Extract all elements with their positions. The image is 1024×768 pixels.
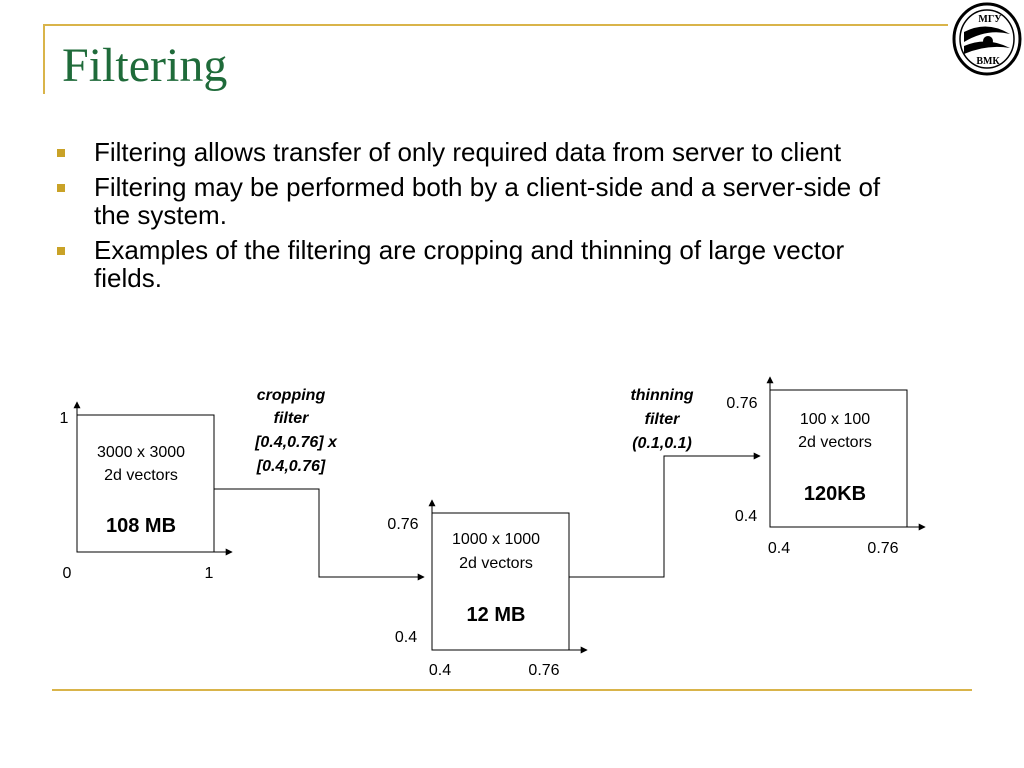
bullet-item: Filtering may be performed both by a cli… [55, 173, 915, 229]
bullet-text: Filtering allows transfer of only requir… [94, 137, 842, 167]
box1-dims: 3000 x 3000 [97, 444, 185, 461]
bullet-square-icon [57, 149, 65, 157]
box3-x-right-label: 0.76 [867, 540, 898, 557]
box3-size: 120KB [804, 483, 866, 505]
box3-y-bottom-label: 0.4 [735, 508, 757, 525]
box1-kind: 2d vectors [104, 467, 178, 484]
bullet-text: Filtering may be performed both by a cli… [94, 172, 881, 230]
box2-kind: 2d vectors [459, 555, 533, 572]
svg-text:filter: filter [274, 410, 309, 427]
box3-y-top-label: 0.76 [726, 395, 757, 412]
data-box-3: 100 x 100 2d vectors 120KB 0.76 0.4 0.4 … [726, 376, 926, 557]
bullet-list: Filtering allows transfer of only requir… [55, 138, 915, 299]
svg-text:filter: filter [645, 411, 680, 428]
box3-kind: 2d vectors [798, 434, 872, 451]
bullet-item: Filtering allows transfer of only requir… [55, 138, 915, 166]
bullet-square-icon [57, 247, 65, 255]
data-box-1: 3000 x 3000 2d vectors 108 MB 1 0 1 [60, 401, 233, 582]
data-box-2: 1000 x 1000 2d vectors 12 MB 0.76 0.4 0.… [387, 499, 588, 679]
cropping-filter-label: cropping filter [0.4,0.76] x [0.4,0.76] [254, 387, 338, 475]
university-logo: МГУ ВМК [952, 2, 1022, 76]
box2-dims: 1000 x 1000 [452, 531, 540, 548]
svg-text:thinning: thinning [630, 387, 693, 404]
svg-text:(0.1,0.1): (0.1,0.1) [632, 435, 692, 452]
box2-size: 12 MB [467, 604, 526, 626]
frame-top-rule [43, 24, 948, 26]
box1-size: 108 MB [106, 515, 176, 537]
crop-connector [214, 488, 425, 581]
logo-text-top: МГУ [978, 14, 1002, 25]
bullet-square-icon [57, 184, 65, 192]
box1-y-top-label: 1 [60, 410, 69, 427]
frame-left-rule [43, 24, 45, 94]
box2-y-top-label: 0.76 [387, 516, 418, 533]
box2-x-left-label: 0.4 [429, 662, 451, 679]
box2-y-bottom-label: 0.4 [395, 629, 417, 646]
footer-rule [52, 689, 972, 691]
box1-x-right-label: 1 [205, 565, 214, 582]
thin-connector [569, 452, 761, 578]
svg-text:[0.4,0.76] x: [0.4,0.76] x [254, 434, 338, 451]
box3-x-left-label: 0.4 [768, 540, 790, 557]
logo-text-bottom: ВМК [976, 56, 1000, 67]
svg-text:[0.4,0.76]: [0.4,0.76] [256, 458, 326, 475]
svg-text:cropping: cropping [257, 387, 326, 404]
bullet-text: Examples of the filtering are cropping a… [94, 235, 845, 293]
box1-origin-label: 0 [63, 565, 72, 582]
slide-title: Filtering [62, 39, 228, 92]
box2-x-right-label: 0.76 [528, 662, 559, 679]
bullet-item: Examples of the filtering are cropping a… [55, 236, 915, 292]
box3-dims: 100 x 100 [800, 411, 870, 428]
thinning-filter-label: thinning filter (0.1,0.1) [630, 387, 693, 452]
